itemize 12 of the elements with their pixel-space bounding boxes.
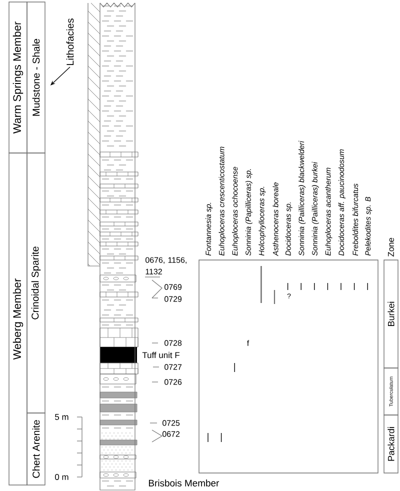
scale-label: 0 m (55, 474, 68, 480)
scale-label: 5 m (55, 414, 68, 420)
member-box: Weberg Member (8, 152, 28, 486)
lithofacies-box: Mudstone - Shale (26, 2, 46, 154)
unit-label: Tuff unit F (142, 352, 180, 358)
member-box: Warm Springs Member (8, 2, 28, 154)
column-label: Lithofacies (66, 18, 74, 65)
unit-label: Brisbois Member (148, 480, 220, 486)
zone-box: Burkei (384, 260, 398, 368)
lithofacies-box: Chert Arenite (26, 412, 46, 486)
lithofacies-box: Crinoidal Sparite (26, 152, 46, 414)
zone-box: Packardi (384, 414, 398, 474)
